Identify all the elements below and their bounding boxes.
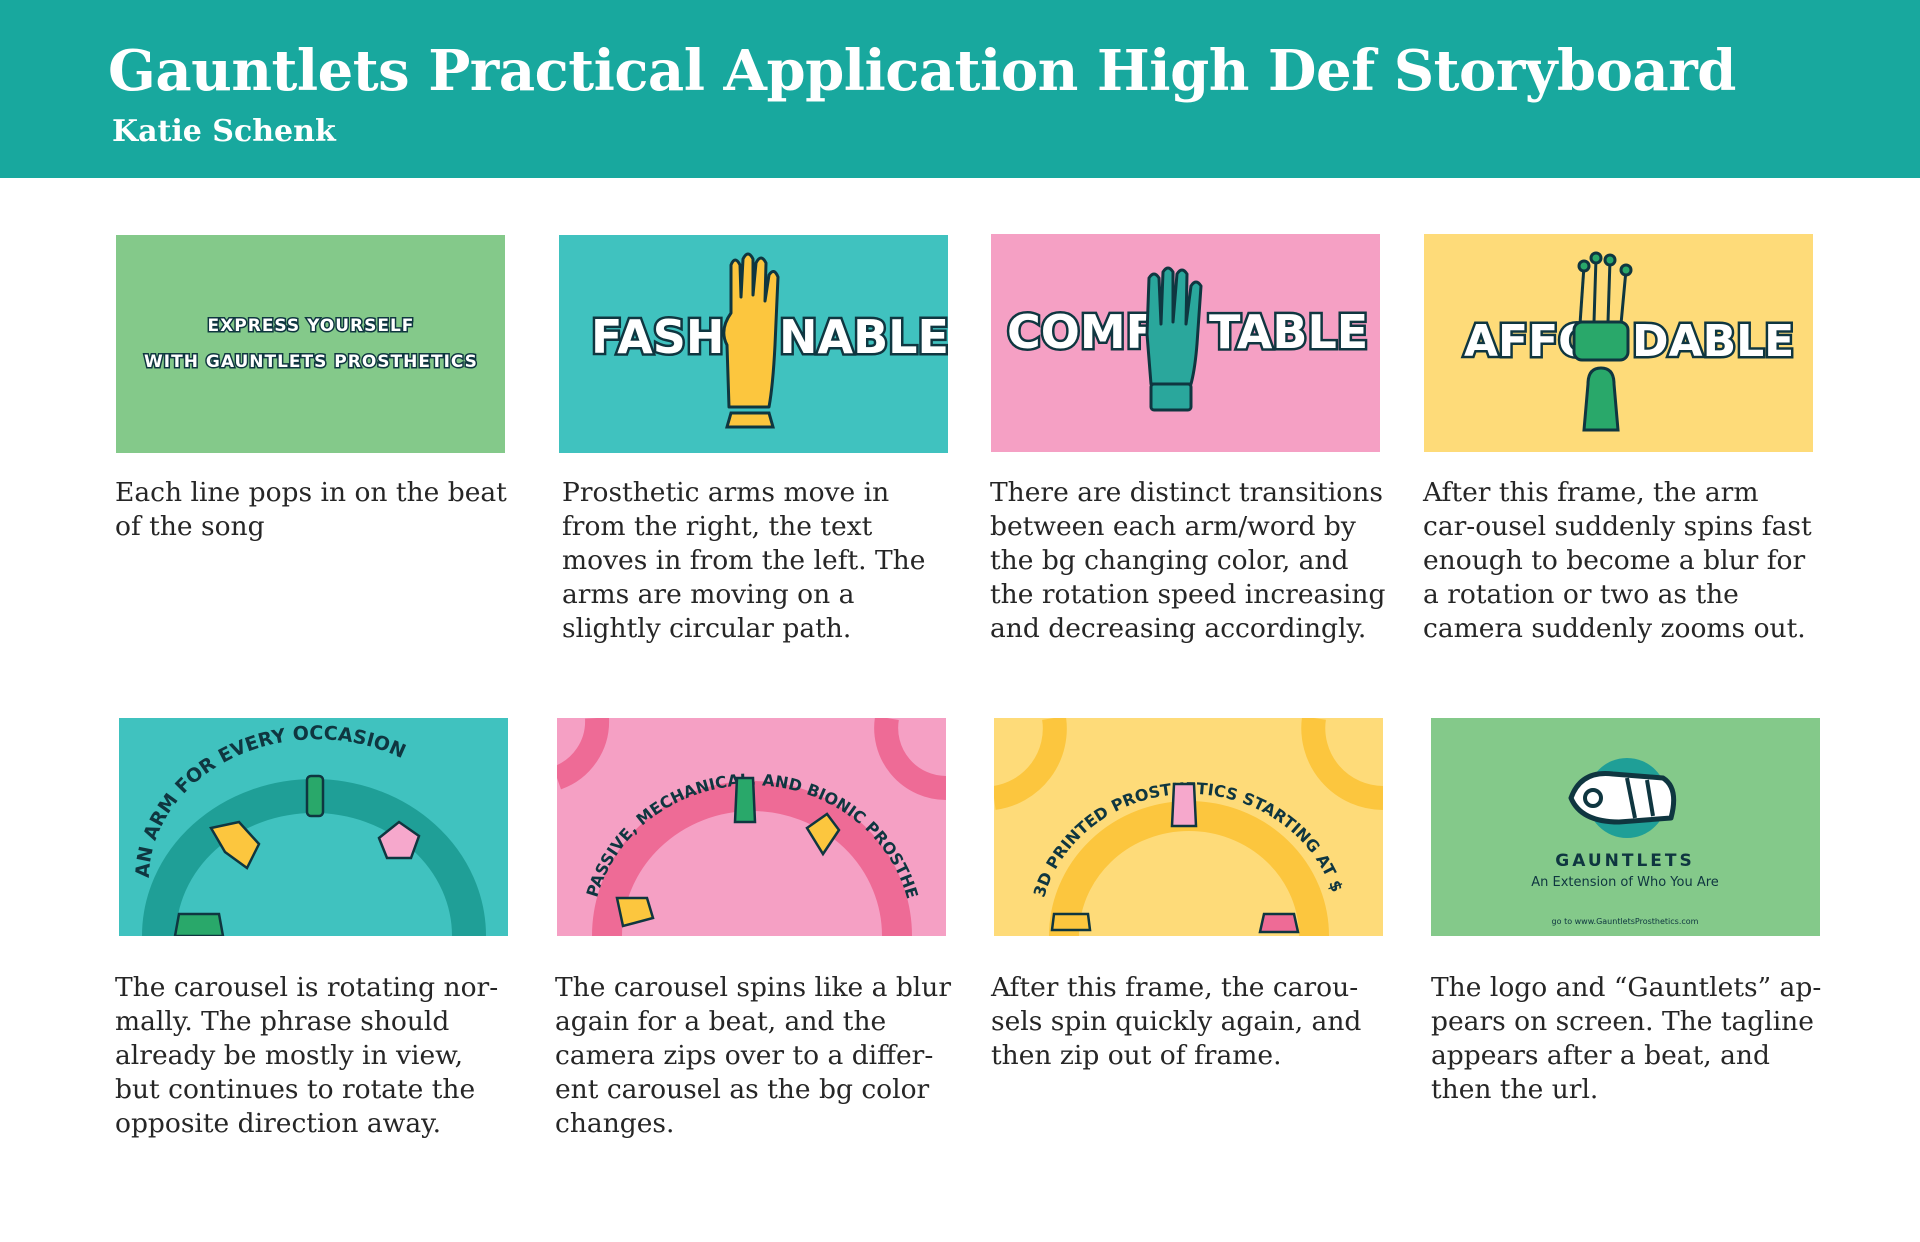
frame-1-background xyxy=(116,235,505,453)
frame-5-illustration: AN ARM FOR EVERY OCCASION xyxy=(119,718,508,936)
frame-8-brand: GAUNTLETS xyxy=(1555,851,1695,871)
frame-3-word-right: TABLE xyxy=(1209,305,1368,359)
caption-frame-5: The carousel is rotating nor-mally. The … xyxy=(115,972,499,1139)
frame-1-line-1: EXPRESS YOURSELF xyxy=(208,316,415,336)
caption-frame-4: After this frame, the arm car-ousel sudd… xyxy=(1423,477,1812,644)
frame-8-illustration: GAUNTLETS An Extension of Who You Are go… xyxy=(1431,718,1820,936)
storyboard-frame-1: EXPRESS YOURSELF WITH GAUNTLETS PROSTHET… xyxy=(116,235,505,453)
caption-frame-1: Each line pops in on the beat of the son… xyxy=(115,477,507,542)
carousel-arc-right xyxy=(874,718,946,800)
frame-1-illustration: EXPRESS YOURSELF WITH GAUNTLETS PROSTHET… xyxy=(116,235,505,453)
hand-icon xyxy=(733,776,757,824)
frame-2-word-right: NABLE xyxy=(779,310,948,364)
frame-2-illustration: FASH NABLE xyxy=(559,235,948,453)
carousel-arc-left xyxy=(557,718,610,790)
frame-8-url: go to www.GauntletsProsthetics.com xyxy=(1552,917,1699,926)
hand-icon xyxy=(1170,782,1198,828)
frame-5-background xyxy=(119,718,508,936)
carousel-arc-right xyxy=(1301,718,1383,810)
hand-icon xyxy=(722,252,780,429)
frame-6-illustration: PASSIVE, MECHANICAL, AND BIONIC PROSTHET… xyxy=(557,718,946,936)
storyboard-frame-6: PASSIVE, MECHANICAL, AND BIONIC PROSTHET… xyxy=(557,718,946,936)
caption-frame-8: The logo and “Gauntlets” ap-pears on scr… xyxy=(1431,972,1822,1105)
storyboard-frame-4: AFFO DABLE xyxy=(1424,234,1813,452)
author-name: Katie Schenk xyxy=(112,114,336,149)
hand-icon xyxy=(209,820,261,870)
storyboard-frame-2: FASH NABLE xyxy=(559,235,948,453)
carousel-arc-left xyxy=(994,718,1067,810)
gauntlets-logo xyxy=(1568,758,1677,838)
frame-3-word-left: COMF xyxy=(1007,305,1157,359)
frame-1-line-2: WITH GAUNTLETS PROSTHETICS xyxy=(144,352,478,372)
page-title: Gauntlets Practical Application High Def… xyxy=(108,38,1736,104)
glove-icon xyxy=(1145,266,1203,412)
caption-frame-2: Prosthetic arms move in from the right, … xyxy=(562,477,926,644)
frame-7-illustration: 3D PRINTED PROSTHETICS STARTING AT $100 xyxy=(994,718,1383,936)
frame-4-illustration: AFFO DABLE xyxy=(1424,234,1813,452)
caption-frame-7: After this frame, the carou-sels spin qu… xyxy=(991,972,1362,1071)
hand-icon xyxy=(1050,912,1092,932)
hand-icon xyxy=(1258,912,1300,934)
hand-icon xyxy=(377,820,421,860)
frame-8-tagline: An Extension of Who You Are xyxy=(1531,875,1719,890)
hand-icon xyxy=(615,896,655,928)
frame-4-word-right: DABLE xyxy=(1632,316,1794,367)
storyboard-frame-8: GAUNTLETS An Extension of Who You Are go… xyxy=(1431,718,1820,936)
caption-frame-6: The carousel spins like a blur again for… xyxy=(555,972,951,1139)
robotic-hand-icon xyxy=(305,774,325,818)
page-header: Gauntlets Practical Application High Def… xyxy=(0,0,1920,178)
caption-frame-3: There are distinct transitions between e… xyxy=(990,477,1386,644)
robotic-hand-icon xyxy=(1572,251,1633,432)
storyboard-frame-5: AN ARM FOR EVERY OCCASION xyxy=(119,718,508,936)
storyboard-frame-7: 3D PRINTED PROSTHETICS STARTING AT $100 xyxy=(994,718,1383,936)
hand-icon xyxy=(173,912,225,936)
frame-3-illustration: COMF TABLE xyxy=(991,234,1380,452)
storyboard-frame-3: COMF TABLE xyxy=(991,234,1380,452)
frame-2-word-left: FASH xyxy=(591,310,724,364)
hand-icon xyxy=(805,812,841,857)
